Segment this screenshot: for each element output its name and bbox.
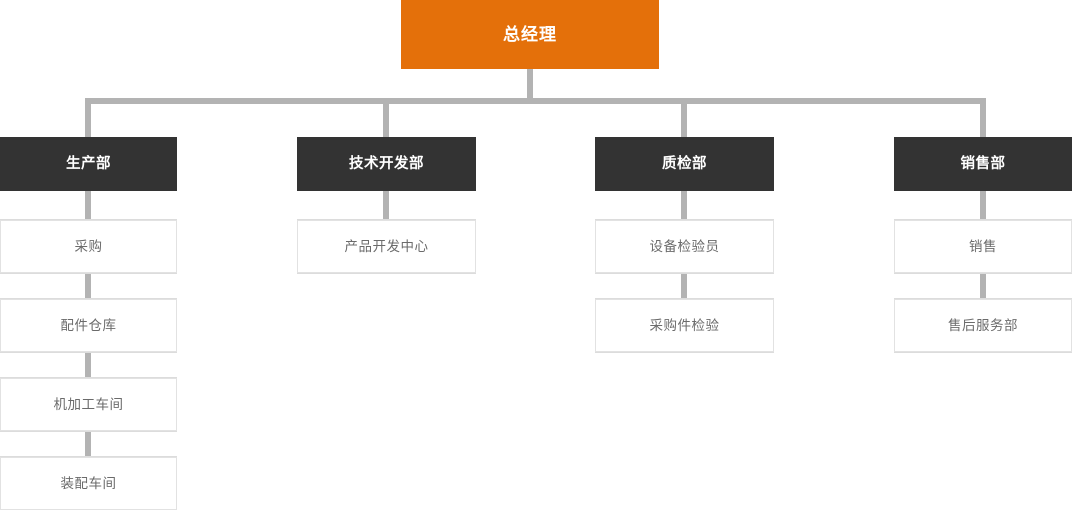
node-sub-sales[interactable]: 销售	[894, 220, 1072, 273]
node-sub-machining-workshop[interactable]: 机加工车间	[0, 378, 177, 431]
connector-bus-to-dept-2	[383, 98, 389, 138]
connector-dept-4-to-child-1	[980, 190, 986, 222]
node-sub-assembly-workshop-label: 装配车间	[60, 475, 117, 491]
node-sub-sales-label: 销售	[969, 238, 997, 254]
node-sub-product-development-center-label: 产品开发中心	[344, 238, 429, 254]
node-department-quality-inspection[interactable]: 质检部	[595, 137, 774, 191]
node-sub-purchased-parts-inspection[interactable]: 采购件检验	[595, 299, 774, 352]
node-department-sales-label: 销售部	[960, 155, 1006, 172]
node-general-manager-label: 总经理	[503, 25, 557, 44]
node-department-production[interactable]: 生产部	[0, 137, 177, 191]
node-sub-after-sales-service[interactable]: 售后服务部	[894, 299, 1072, 352]
node-general-manager[interactable]: 总经理	[401, 0, 659, 69]
connector-horizontal-bus	[85, 98, 986, 104]
connector-dept-3-to-child-1	[681, 190, 687, 222]
connector-child-3-to-child-4	[85, 427, 91, 459]
node-department-technical-development-label: 技术开发部	[349, 155, 424, 172]
connector-dept-1-to-child-1	[85, 190, 91, 222]
node-sub-parts-warehouse[interactable]: 配件仓库	[0, 299, 177, 352]
node-department-technical-development[interactable]: 技术开发部	[297, 137, 476, 191]
connector-child-2-to-child-3	[85, 348, 91, 380]
connector-child-1-to-child-2	[85, 269, 91, 301]
connector-dept-4-child-1-to-child-2	[980, 269, 986, 301]
connector-root-down	[527, 69, 533, 104]
node-sub-after-sales-service-label: 售后服务部	[948, 317, 1018, 333]
node-department-production-label: 生产部	[66, 155, 111, 172]
node-sub-equipment-inspector-label: 设备检验员	[649, 238, 720, 254]
node-department-sales[interactable]: 销售部	[894, 137, 1072, 191]
node-sub-parts-warehouse-label: 配件仓库	[60, 317, 117, 333]
node-sub-purchasing-label: 采购	[74, 238, 103, 254]
node-sub-purchasing[interactable]: 采购	[0, 220, 177, 273]
connector-dept-3-child-1-to-child-2	[681, 269, 687, 301]
node-sub-machining-workshop-label: 机加工车间	[53, 396, 124, 412]
node-department-quality-inspection-label: 质检部	[662, 155, 707, 172]
connector-bus-to-dept-1	[85, 98, 91, 138]
connector-bus-to-dept-3	[681, 98, 687, 138]
node-sub-purchased-parts-inspection-label: 采购件检验	[649, 317, 720, 333]
node-sub-assembly-workshop[interactable]: 装配车间	[0, 457, 177, 510]
connector-bus-to-dept-4	[980, 98, 986, 138]
node-sub-equipment-inspector[interactable]: 设备检验员	[595, 220, 774, 273]
connector-dept-2-to-child-1	[383, 190, 389, 222]
node-sub-product-development-center[interactable]: 产品开发中心	[297, 220, 476, 273]
